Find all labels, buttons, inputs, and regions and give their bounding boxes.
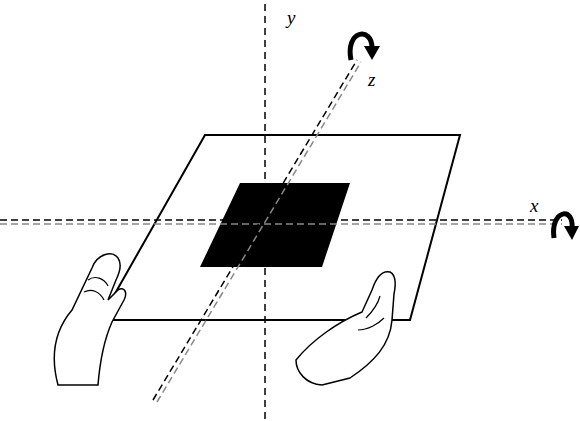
right-hand [296,272,395,385]
axis-label: z [368,70,375,89]
x-axis [0,219,562,221]
finger-line [358,318,384,330]
axis-label: y [287,8,295,27]
left-hand [54,254,125,385]
axis-label: x [530,196,538,215]
y-axis [264,4,266,421]
black-square [200,183,350,267]
arrow-head [564,226,579,240]
finger-line [84,290,104,300]
sheet [100,135,460,320]
finger-line [366,296,380,318]
finger-line [88,278,108,286]
x-axis-shadow [0,223,562,225]
arrow-head [364,46,380,60]
